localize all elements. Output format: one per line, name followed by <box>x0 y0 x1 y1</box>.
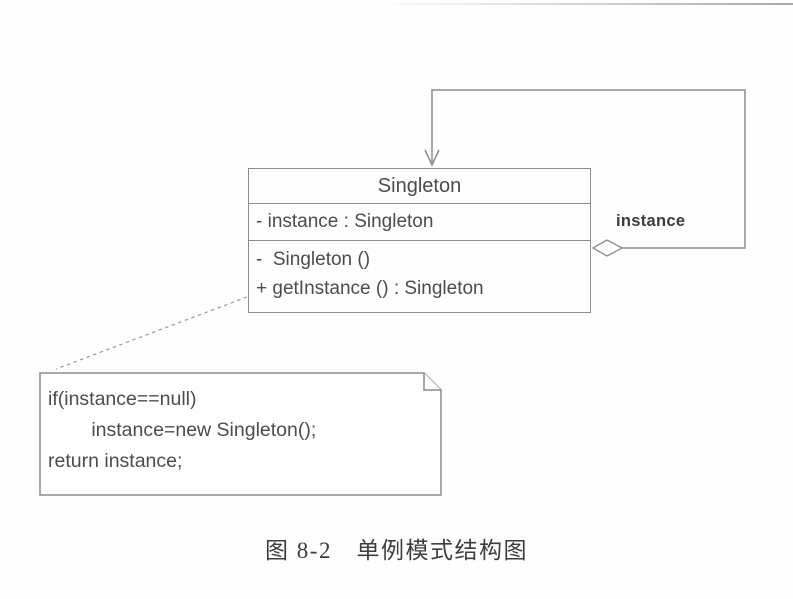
figure-caption: 图 8-2 单例模式结构图 <box>265 538 528 563</box>
note-code-line: if(instance==null) <box>48 388 197 410</box>
class-operation-getinstance: + getInstance () : Singleton <box>256 278 484 299</box>
note-code-line: return instance; <box>48 450 183 472</box>
note-code-line: instance=new Singleton(); <box>48 419 317 441</box>
aggregation-diamond-icon <box>591 239 624 257</box>
uml-class-singleton: Singleton - instance : Singleton - Singl… <box>248 168 591 313</box>
association-role-label: instance <box>616 212 686 230</box>
uml-note-code: if(instance==null) instance=new Singleto… <box>48 384 433 477</box>
arrowhead-icon <box>424 149 440 167</box>
uml-note-shape <box>39 372 442 496</box>
class-name: Singleton <box>249 169 590 204</box>
class-operation-constructor: - Singleton () <box>256 249 371 270</box>
class-attribute-instance: - instance : Singleton <box>249 204 590 241</box>
class-operations-section: - Singleton () + getInstance () : Single… <box>249 241 590 303</box>
scan-artifact-line <box>378 3 793 5</box>
self-association-line <box>431 89 746 249</box>
note-connector-dashed-line <box>55 296 248 370</box>
note-fold-corner-icon <box>423 373 441 391</box>
